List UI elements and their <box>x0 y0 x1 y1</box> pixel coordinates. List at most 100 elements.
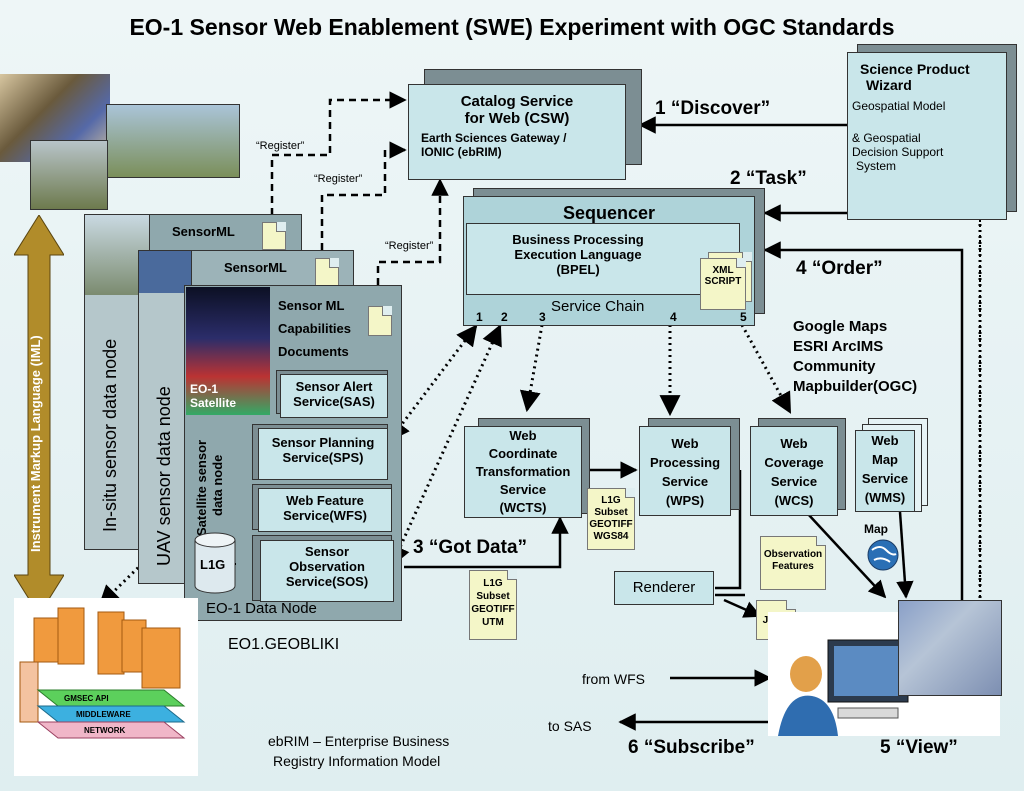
iml-label: Instrument Markup Language (IML) <box>28 335 43 552</box>
wps-line-4: (WPS) <box>665 493 705 508</box>
renderer-box: Renderer <box>614 571 714 605</box>
csw-line-4: IONIC (ebRIM) <box>421 145 502 159</box>
wms-box: Web Map Service (WMS) <box>855 430 915 512</box>
sos-note-2: Subset <box>476 591 510 602</box>
gmsec-stack-icon <box>19 607 186 739</box>
product-3: Community <box>793 358 876 375</box>
sensorml-doc-icon-2 <box>315 258 339 286</box>
product-4: Mapbuilder(OGC) <box>793 378 918 395</box>
obs-note-1: Observation <box>763 549 823 560</box>
geobliki-label: EO1.GEOBLIKI <box>228 636 340 653</box>
l1g-database-icon <box>194 532 236 594</box>
ebrim-line-1: ebRIM – Enterprise Business <box>268 733 450 749</box>
sos-box: Sensor Observation Service(SOS) <box>260 540 394 602</box>
wps-line-1: Web <box>671 436 699 451</box>
gmsec-middleware-label: MIDDLEWARE <box>76 710 131 719</box>
sas-box: Sensor Alert Service(SAS) <box>280 374 388 418</box>
wizard-line-1: Geospatial Model <box>852 99 946 113</box>
wizard-title-1: Science Product <box>860 61 970 77</box>
obs-note-2: Features <box>772 561 814 572</box>
wcs-box: Web Coverage Service (WCS) <box>750 426 838 516</box>
wizard-line-4: System <box>856 159 897 173</box>
sos-line-1: Sensor <box>304 544 350 559</box>
product-2: ESRI ArcIMS <box>793 338 884 355</box>
chain-num-1: 1 <box>476 310 483 324</box>
l1g-label: L1G <box>200 557 226 572</box>
wps-box: Web Processing Service (WPS) <box>639 426 731 516</box>
chain-num-2: 2 <box>501 310 508 324</box>
sos-output-note: L1G Subset GEOTIFF UTM <box>469 570 517 640</box>
register-label-1: “Register” <box>256 140 305 152</box>
wcs-line-1: Web <box>780 436 808 451</box>
user-computer-icon <box>778 639 909 736</box>
bpel-line-3: (BPEL) <box>556 262 600 277</box>
xml-line-1: XML <box>712 265 734 276</box>
science-product-wizard: Science Product Wizard Geospatial Model … <box>847 52 1007 220</box>
wcts-note-4: WGS84 <box>593 531 629 542</box>
wms-line-3: Service <box>861 471 909 486</box>
csw-title-1: Catalog Service <box>460 93 574 110</box>
wcts-line-3: Transformation <box>475 464 571 479</box>
globe-icon <box>867 539 899 571</box>
wizard-line-2: & Geospatial <box>852 131 921 145</box>
wcts-line-4: Service <box>499 482 547 497</box>
uav-photo <box>139 251 191 293</box>
wizard-title-2: Wizard <box>866 77 912 93</box>
to-sas-label: to SAS <box>548 718 592 734</box>
wfs-box: Web Feature Service(WFS) <box>258 488 392 532</box>
uav-aircraft-photo <box>106 104 240 178</box>
sml-line-2: Capabilities <box>278 321 351 336</box>
wcts-box: Web Coordinate Transformation Service (W… <box>464 426 582 518</box>
observation-features-note: Observation Features <box>760 536 826 590</box>
wcts-note-1: L1G <box>601 495 621 506</box>
service-chain-label: Service Chain <box>551 298 645 315</box>
uav-strip <box>138 250 192 584</box>
sps-box: Sensor Planning Service(SPS) <box>258 428 388 480</box>
capabilities-doc-icon <box>368 306 392 336</box>
bpel-line-1: Business Processing <box>512 232 644 247</box>
iml-arrow <box>14 215 64 615</box>
wms-line-4: (WMS) <box>864 490 906 505</box>
wcts-output-note: L1G Subset GEOTIFF WGS84 <box>587 488 635 550</box>
wcts-note-3: GEOTIFF <box>589 519 633 530</box>
eo1-satellite-image <box>186 287 270 415</box>
wfs-line-1: Web Feature <box>286 493 364 508</box>
sos-line-2: Observation <box>289 559 365 574</box>
bpel-box: Business Processing Execution Language (… <box>466 223 740 295</box>
sos-note-3: GEOTIFF <box>471 604 515 615</box>
sas-line-1: Sensor Alert <box>295 379 373 394</box>
wms-line-2: Map <box>872 452 898 467</box>
wfs-line-2: Service(WFS) <box>283 508 367 523</box>
wizard-line-3: Decision Support <box>852 145 944 159</box>
ebrim-line-2: Registry Information Model <box>273 753 441 769</box>
in-situ-label: In-situ sensor data node <box>100 338 120 532</box>
step-discover: 1 “Discover” <box>655 98 771 119</box>
gmsec-api-label: GMSEC API <box>64 694 109 703</box>
sensorml-tab-1: SensorML <box>172 224 235 239</box>
sensorml-tab-2: SensorML <box>224 260 287 275</box>
wms-line-1: Web <box>871 433 899 448</box>
sos-note-4: UTM <box>482 617 504 628</box>
csw-line-3: Earth Sciences Gateway / <box>421 131 567 145</box>
csw-box: Catalog Service for Web (CSW) Earth Scie… <box>408 84 626 180</box>
chain-num-5: 5 <box>740 310 747 324</box>
step-subscribe: 6 “Subscribe” <box>628 737 755 758</box>
sml-line-1: Sensor ML <box>278 298 345 313</box>
wcs-line-2: Coverage <box>764 455 824 470</box>
product-1: Google Maps <box>793 318 888 335</box>
wcts-line-5: (WCTS) <box>499 500 547 515</box>
field-team-photo <box>30 140 108 210</box>
wps-line-3: Service <box>661 474 709 489</box>
sos-note-1: L1G <box>483 578 503 589</box>
eo1-label-1: EO-1 <box>190 382 219 396</box>
sas-line-2: Service(SAS) <box>293 394 375 409</box>
sml-line-3: Documents <box>278 344 349 359</box>
wcs-line-3: Service <box>770 474 818 489</box>
sps-line-2: Service(SPS) <box>282 450 364 465</box>
step-order: 4 “Order” <box>796 258 883 279</box>
chain-num-3: 3 <box>539 310 546 324</box>
map-view-screenshot <box>898 600 1002 696</box>
satellite-label-2: data node <box>210 454 225 516</box>
wcts-note-2: Subset <box>594 507 628 518</box>
gmsec-architecture-graphic: GMSEC API MIDDLEWARE NETWORK <box>14 598 198 776</box>
